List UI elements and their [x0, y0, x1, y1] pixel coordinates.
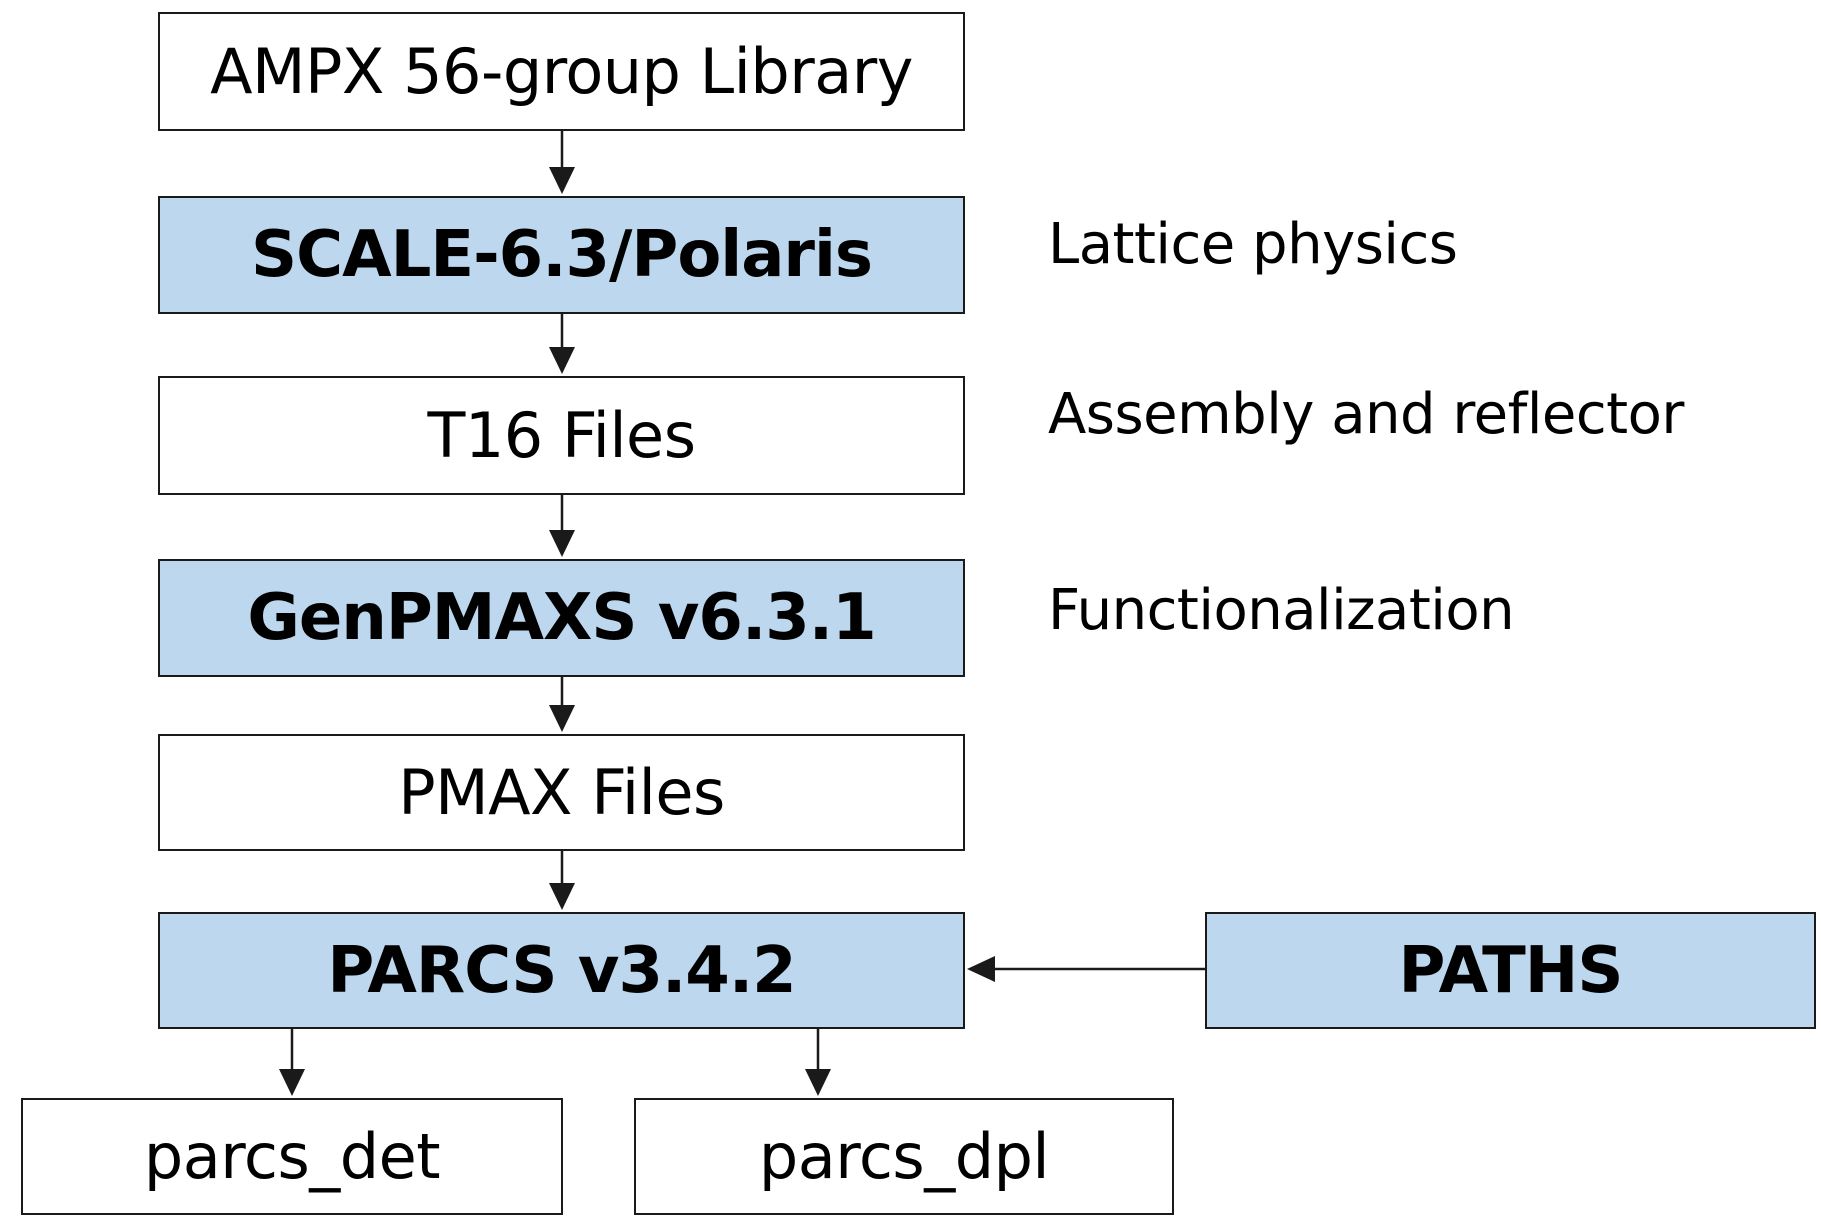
node-parcs-dpl-label: parcs_dpl — [758, 1120, 1050, 1193]
label-functionalization: Functionalization — [1048, 578, 1515, 643]
label-lattice-physics: Lattice physics — [1048, 212, 1458, 277]
arrowhead-t16-to-genpmaxs — [549, 530, 575, 557]
arrowhead-genpmaxs-to-pmax — [549, 705, 575, 732]
node-parcs-dpl: parcs_dpl — [634, 1098, 1174, 1215]
node-genpmaxs: GenPMAXS v6.3.1 — [158, 559, 965, 677]
node-paths-label: PATHS — [1398, 933, 1624, 1008]
arrowhead-paths-to-parcs — [967, 956, 995, 982]
arrowhead-scale-to-t16 — [549, 347, 575, 374]
node-pmax-label: PMAX Files — [398, 756, 725, 829]
node-pmax-files: PMAX Files — [158, 734, 965, 851]
node-parcs-det: parcs_det — [21, 1098, 563, 1215]
node-scale-label: SCALE-6.3/Polaris — [251, 218, 873, 292]
node-t16-files: T16 Files — [158, 376, 965, 495]
node-parcs-det-label: parcs_det — [143, 1120, 441, 1193]
node-parcs-label: PARCS v3.4.2 — [327, 933, 796, 1008]
node-t16-label: T16 Files — [427, 399, 696, 472]
node-ampx-library: AMPX 56-group Library — [158, 12, 965, 131]
arrowhead-parcs-to-dpl — [805, 1069, 831, 1096]
arrowhead-pmax-to-parcs — [549, 883, 575, 910]
node-genpmaxs-label: GenPMAXS v6.3.1 — [247, 581, 876, 655]
label-assembly-reflector: Assembly and reflector — [1048, 382, 1684, 447]
node-parcs: PARCS v3.4.2 — [158, 912, 965, 1029]
node-ampx-label: AMPX 56-group Library — [210, 35, 913, 108]
arrowhead-ampx-to-scale — [549, 167, 575, 194]
node-paths: PATHS — [1205, 912, 1816, 1029]
node-scale-polaris: SCALE-6.3/Polaris — [158, 196, 965, 314]
arrowhead-parcs-to-det — [279, 1069, 305, 1096]
